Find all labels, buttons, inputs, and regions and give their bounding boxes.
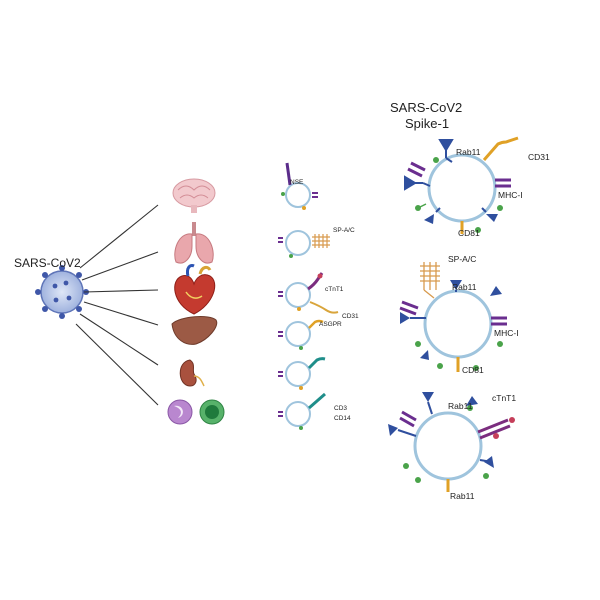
label-rab11-top: Rab11 xyxy=(456,147,481,157)
small-exosome-3 xyxy=(278,272,324,311)
label-nse: NSE xyxy=(290,179,304,186)
lungs-icon xyxy=(174,222,214,264)
small-exosome-5 xyxy=(278,357,326,390)
label-spac-small: SP-A/C xyxy=(333,227,355,234)
big-exosome-middle xyxy=(399,262,507,372)
connector-lines xyxy=(75,204,159,406)
label-mhc-middle: MHC-I xyxy=(494,328,519,338)
label-cd81-middle: CD81 xyxy=(462,365,484,375)
spike-title-line1: SARS-CoV2 xyxy=(390,100,462,115)
small-exosome-4 xyxy=(278,319,324,350)
label-cd81-top: CD81 xyxy=(458,228,480,238)
label-asgpr: ASGPR xyxy=(319,321,342,328)
big-exosome-bottom xyxy=(388,392,515,492)
small-exosome-6 xyxy=(278,392,326,430)
brain-icon xyxy=(172,178,216,213)
label-rab11-middle: Rab11 xyxy=(452,282,477,292)
spike-title-line2: Spike-1 xyxy=(405,116,449,131)
kidney-icon xyxy=(179,359,205,387)
label-rab11-bottom-top: Rab11 xyxy=(448,401,473,411)
label-spac-big: SP-A/C xyxy=(448,254,476,264)
label-cd14: CD14 xyxy=(334,415,351,422)
small-exosome-1 xyxy=(281,162,318,210)
liver-icon xyxy=(171,316,218,345)
label-rab11-bottom-bottom: Rab11 xyxy=(450,491,475,501)
label-mhc-top: MHC-I xyxy=(498,190,523,200)
label-ctnt1-big: cTnT1 xyxy=(492,393,516,403)
immune-cells-icon xyxy=(167,399,225,425)
virus-label: SARS-CoV2 xyxy=(14,256,81,270)
label-cd31-small: CD31 xyxy=(342,313,359,320)
heart-icon xyxy=(174,264,216,315)
virus-icon xyxy=(35,265,89,319)
label-cd3: CD3 xyxy=(334,405,347,412)
small-exosome-2 xyxy=(278,230,330,258)
label-cd31-big: CD31 xyxy=(528,152,550,162)
cd31-squiggle xyxy=(309,301,339,314)
big-exosome-top xyxy=(404,136,519,234)
label-ctnt1-small: cTnT1 xyxy=(325,286,344,293)
